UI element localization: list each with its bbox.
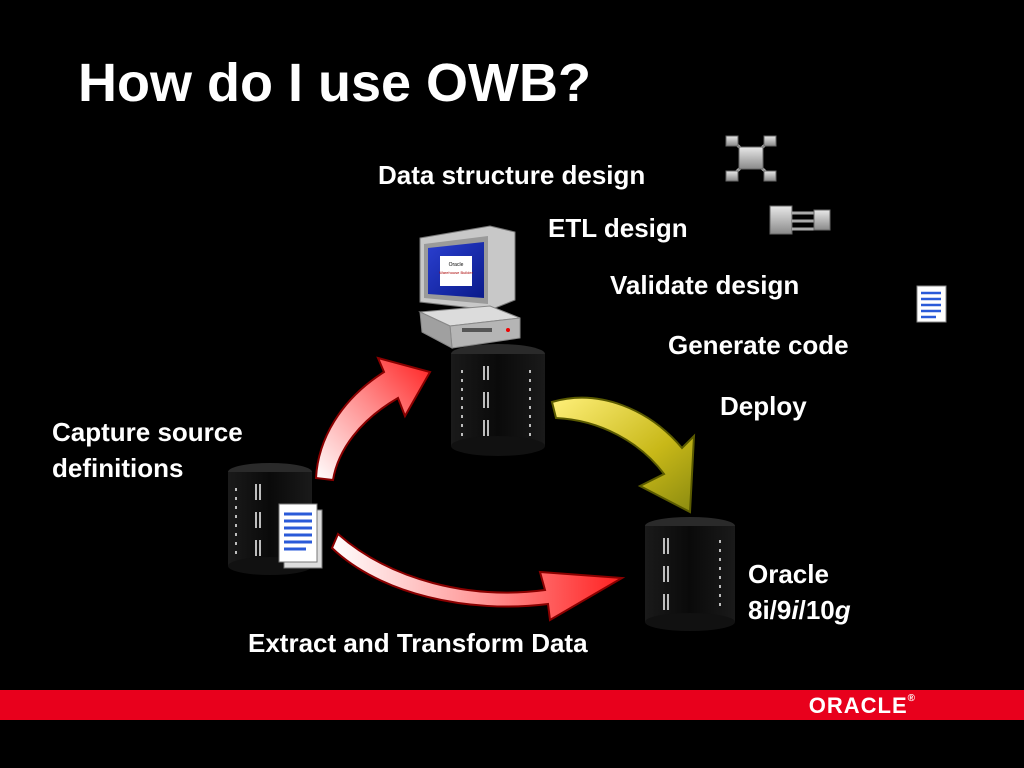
oracle-logo: ORACLE®	[809, 693, 916, 719]
oracle-logo-text: ORACLE	[808, 693, 908, 718]
monitor-screen-line1: Oracle	[449, 262, 464, 268]
oracle-version-i: i	[791, 595, 799, 625]
computer-icon	[418, 225, 521, 349]
document-icon	[278, 503, 323, 569]
etl-mapping-icon	[769, 205, 831, 235]
oracle-version-10: /10	[798, 595, 835, 625]
step-generate-code: Generate code	[668, 330, 849, 360]
database-icon	[645, 517, 735, 631]
step-etl-design: ETL design	[548, 213, 688, 243]
step-data-structure-design: Data structure design	[378, 160, 646, 190]
oracle-line1: Oracle	[748, 559, 829, 589]
deploy-arrow	[550, 396, 696, 514]
footer-bar: ORACLE®	[0, 690, 1024, 720]
data-structure-icon	[725, 135, 777, 182]
slide-title: How do I use OWB?	[78, 53, 591, 113]
extract-arrow	[330, 532, 626, 622]
step-validate-design: Validate design	[610, 270, 800, 300]
capture-source-label: Capture source definitions	[52, 414, 243, 486]
oracle-logo-mark: ®	[907, 693, 916, 704]
monitor-screen-line2: Warehouse Builder	[439, 270, 474, 275]
oracle-version-8i: 8i/9	[748, 595, 792, 625]
document-icon	[916, 285, 947, 323]
capture-source-line1: Capture source	[52, 417, 243, 447]
capture-source-line2: definitions	[52, 453, 184, 483]
step-deploy: Deploy	[720, 391, 807, 421]
extract-transform-label: Extract and Transform Data	[248, 628, 588, 658]
oracle-version-label: Oracle 8i/9i/10g	[748, 556, 851, 628]
database-icon	[451, 344, 545, 456]
oracle-version-g: g	[834, 595, 851, 625]
capture-arrow	[314, 356, 432, 482]
oracle-line2: 8i/9i/10g	[748, 592, 851, 628]
